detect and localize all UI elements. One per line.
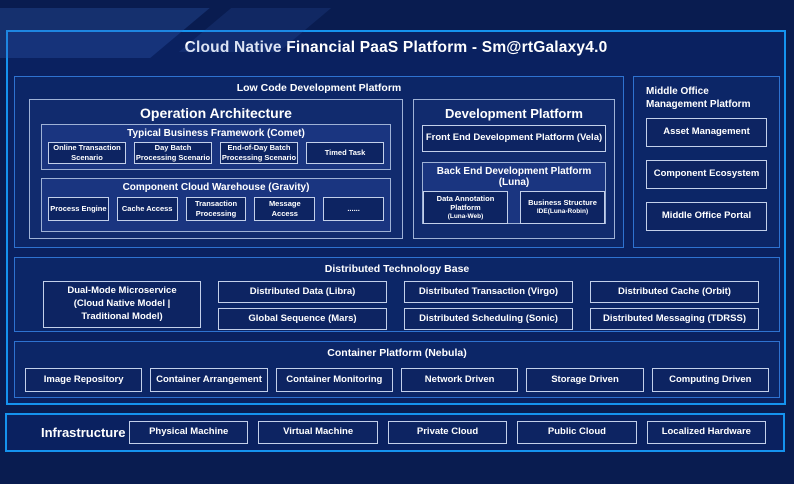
node-container-monitoring: Container Monitoring: [275, 368, 393, 392]
container-platform-section: Container Platform (Nebula) Image Reposi…: [14, 341, 780, 398]
node-container-arrangement: Container Arrangement: [150, 368, 268, 392]
node-data-annotation-platform: Data Annotation Platform (Luna-Web): [423, 191, 508, 224]
node-timed-task: Timed Task: [306, 142, 384, 164]
node-virtual-machine: Virtual Machine: [258, 421, 378, 444]
node-sublabel: (Luna-Web): [447, 213, 484, 221]
component-cloud-warehouse-title: Component Cloud Warehouse (Gravity): [122, 182, 310, 193]
container-platform-label: Container Platform (Nebula): [327, 347, 467, 359]
node-transaction-processing: Transaction Processing: [185, 197, 247, 221]
node-computing-driven: Computing Driven: [651, 368, 769, 392]
node-global-sequence: Global Sequence (Mars): [218, 308, 387, 330]
node-day-batch-processing-scenario: Day Batch Processing Scenario: [134, 142, 212, 164]
node-localized-hardware: Localized Hardware: [646, 421, 767, 444]
infrastructure-section: Infrastructure Physical Machine Virtual …: [5, 413, 785, 452]
node-storage-driven: Storage Driven: [526, 368, 644, 392]
node-distributed-cache: Distributed Cache (Orbit): [590, 281, 759, 303]
platform-diagram-frame: Cloud Native Financial PaaS Platform - S…: [6, 30, 786, 405]
node-online-transaction-scenario: Online Transaction Scenario: [48, 142, 126, 164]
node-label: Data Annotation Platform: [436, 193, 495, 213]
node-private-cloud: Private Cloud: [387, 421, 508, 444]
node-network-driven: Network Driven: [400, 368, 519, 392]
distributed-section-label: Distributed Technology Base: [324, 263, 470, 275]
operation-architecture-title: Operation Architecture: [140, 105, 292, 121]
node-cache-access: Cache Access: [116, 197, 178, 221]
node-distributed-transaction: Distributed Transaction (Virgo): [404, 281, 573, 303]
node-public-cloud: Public Cloud: [517, 421, 637, 444]
component-cloud-warehouse-panel: Component Cloud Warehouse (Gravity) Proc…: [41, 178, 391, 232]
back-end-items: Data Annotation Platform (Luna-Web) Busi…: [423, 191, 605, 224]
typical-business-items: Online Transaction Scenario Day Batch Pr…: [42, 139, 390, 164]
page-title: Cloud Native Financial PaaS Platform - S…: [184, 39, 608, 56]
node-front-end-development-platform: Front End Development Platform (Vela): [422, 125, 606, 152]
node-distributed-data: Distributed Data (Libra): [218, 281, 387, 303]
node-asset-management: Asset Management: [646, 118, 767, 147]
development-platform-title: Development Platform: [445, 106, 583, 121]
infrastructure-label: Infrastructure: [41, 425, 126, 440]
container-platform-items: Image Repository Container Arrangement C…: [25, 368, 769, 392]
component-cloud-items: Process Engine Cache Access Transaction …: [42, 193, 390, 221]
node-business-structure-ide: Business Structure IDE(Luna-Robin): [520, 191, 605, 224]
distributed-grid: Distributed Data (Libra) Distributed Tra…: [218, 281, 759, 330]
typical-business-framework-title: Typical Business Framework (Comet): [127, 128, 305, 139]
node-process-engine: Process Engine: [48, 197, 109, 221]
distributed-technology-base-section: Distributed Technology Base Dual-Mode Mi…: [14, 257, 780, 332]
node-end-of-day-batch-processing-scenario: End-of-Day Batch Processing Scenario: [220, 142, 298, 164]
node-distributed-messaging: Distributed Messaging (TDRSS): [590, 308, 759, 330]
low-code-columns: Operation Architecture Typical Business …: [29, 99, 615, 239]
middle-office-section-label: Middle Office Management Platform: [646, 86, 751, 110]
node-image-repository: Image Repository: [25, 368, 143, 392]
node-physical-machine: Physical Machine: [129, 421, 249, 444]
node-sublabel: IDE(Luna-Robin): [536, 208, 589, 216]
node-ellipsis: ......: [323, 197, 384, 221]
node-middle-office-portal: Middle Office Portal: [646, 202, 767, 231]
node-dual-mode-microservice: Dual-Mode Microservice (Cloud Native Mod…: [43, 281, 201, 328]
low-code-development-platform-section: Low Code Development Platform Operation …: [14, 76, 624, 248]
back-end-development-platform-panel: Back End Development Platform (Luna) Dat…: [422, 162, 606, 224]
development-platform-panel: Development Platform Front End Developme…: [413, 99, 615, 239]
low-code-section-label: Low Code Development Platform: [236, 82, 402, 94]
typical-business-framework-panel: Typical Business Framework (Comet) Onlin…: [41, 124, 391, 170]
distributed-content: Dual-Mode Microservice (Cloud Native Mod…: [43, 281, 759, 330]
node-component-ecosystem: Component Ecosystem: [646, 160, 767, 189]
middle-office-items: Asset Management Component Ecosystem Mid…: [646, 118, 767, 231]
middle-office-management-platform-section: Middle Office Management Platform Asset …: [633, 76, 780, 248]
infrastructure-items: Physical Machine Virtual Machine Private…: [129, 421, 767, 444]
back-end-development-platform-title: Back End Development Platform (Luna): [436, 166, 592, 188]
node-label: Business Structure: [528, 198, 597, 208]
node-message-access: Message Access: [254, 197, 316, 221]
operation-architecture-panel: Operation Architecture Typical Business …: [29, 99, 403, 239]
node-distributed-scheduling: Distributed Scheduling (Sonic): [404, 308, 573, 330]
